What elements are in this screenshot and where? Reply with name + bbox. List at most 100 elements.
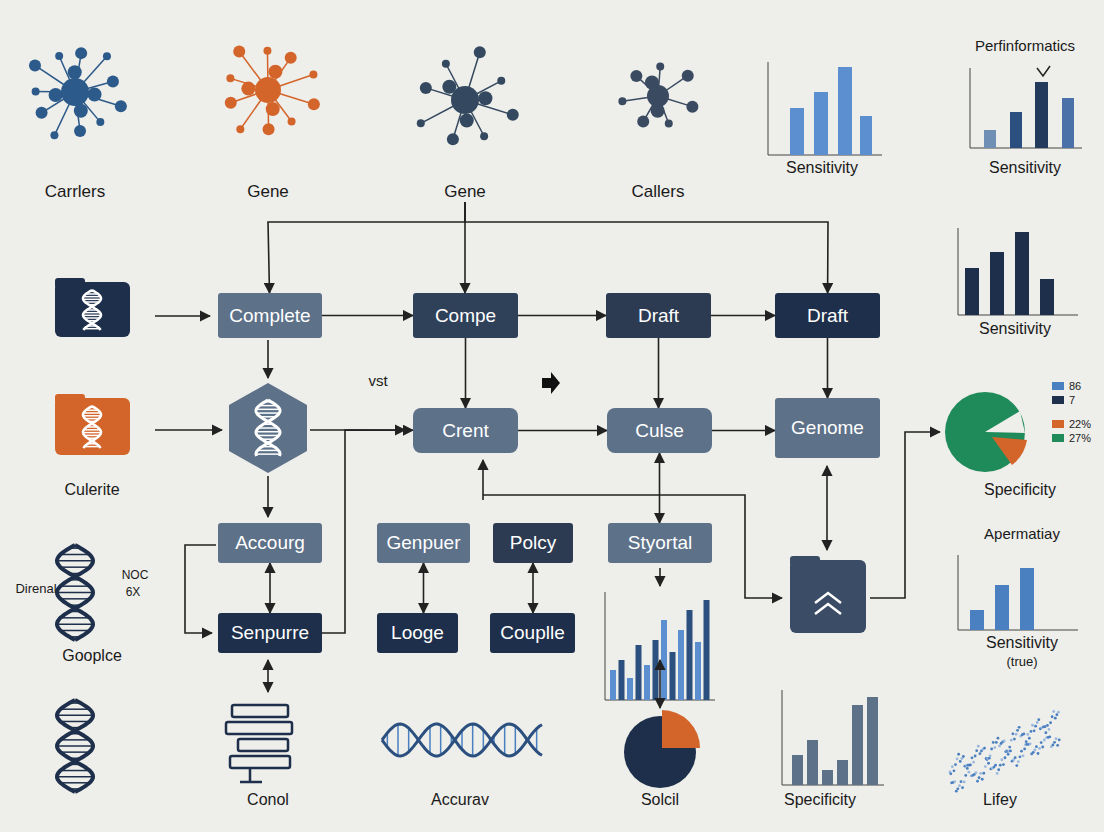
bar <box>695 642 701 700</box>
bar-chart <box>984 130 996 148</box>
network-hub <box>647 85 669 107</box>
stroke <box>57 623 93 625</box>
network-dot <box>497 77 505 85</box>
network-dot <box>630 70 642 82</box>
stroke <box>429 726 431 753</box>
bar <box>687 610 693 700</box>
bar-chart <box>838 67 852 155</box>
layout-arrows <box>659 568 661 586</box>
chart-label: Gooplce <box>62 647 122 665</box>
bar-chart <box>970 66 1082 148</box>
bar-chart <box>1037 66 1050 76</box>
dot <box>1044 731 1047 734</box>
stroke <box>504 725 506 754</box>
connector-arrow <box>518 315 606 317</box>
network-node: Callers <box>593 26 723 202</box>
dot <box>997 737 1000 740</box>
dot <box>955 790 958 793</box>
bar-chart <box>1062 98 1074 148</box>
document-icon <box>790 556 866 633</box>
chart-label: (true) <box>1006 654 1037 669</box>
stroke <box>84 429 100 431</box>
bar-chart <box>965 268 979 315</box>
node-text: Looge <box>391 622 444 644</box>
layout-arrows <box>267 476 269 517</box>
bar <box>661 620 667 700</box>
dot <box>1015 764 1018 767</box>
bar-chart <box>1020 568 1034 630</box>
node-text: Gene <box>444 182 486 202</box>
chart-label: NOC <box>122 568 149 582</box>
dot <box>1051 715 1054 718</box>
dot <box>997 768 1000 771</box>
network-dot <box>682 70 694 82</box>
network-dot <box>478 91 492 105</box>
bar <box>636 645 642 700</box>
legend-text: 27% <box>1069 432 1091 444</box>
pie-chart <box>624 710 700 788</box>
stack-icon <box>230 756 290 768</box>
dot <box>953 769 956 772</box>
bar-chart <box>782 690 884 785</box>
chart-label: Apermatiay <box>984 525 1060 542</box>
dot <box>1040 741 1043 744</box>
node-text: Carrlers <box>45 182 105 202</box>
stroke <box>257 450 278 452</box>
dot <box>956 758 959 761</box>
stroke <box>60 598 89 600</box>
arrow-symbol <box>542 372 560 394</box>
dot <box>1003 740 1006 743</box>
network-dot <box>288 118 296 126</box>
layout-arrows <box>870 432 940 598</box>
chart-label: vst <box>368 372 387 389</box>
dot <box>1038 747 1041 750</box>
document-icon <box>790 556 820 566</box>
layout-arrows <box>482 460 484 500</box>
layout-arrows <box>659 660 661 708</box>
process-box: Culse <box>607 408 712 453</box>
network-dot <box>507 109 519 121</box>
dot <box>1046 724 1049 727</box>
network-dot <box>233 46 245 58</box>
dot <box>1017 760 1020 763</box>
dot <box>989 755 992 758</box>
network-dot <box>50 131 58 139</box>
node-text: Draft <box>638 305 679 327</box>
stroke <box>382 724 542 756</box>
node-text: Accourg <box>235 532 305 554</box>
pie-chart <box>985 411 1025 433</box>
dot <box>992 741 995 744</box>
dot <box>1058 739 1061 742</box>
dot <box>954 763 957 766</box>
dot <box>1013 738 1016 741</box>
legend-swatch <box>1052 434 1064 442</box>
connector-arrow <box>712 430 775 432</box>
dot <box>981 778 984 781</box>
dot <box>978 752 981 755</box>
document-icon <box>815 593 841 614</box>
dot <box>1054 717 1057 720</box>
network-icon <box>29 47 127 139</box>
connector-arrow <box>465 338 467 408</box>
connector-arrow <box>322 315 413 317</box>
dot <box>1008 746 1011 749</box>
connector-arrow <box>827 338 829 398</box>
dot <box>1015 733 1018 736</box>
dot <box>995 741 998 744</box>
bar <box>670 652 676 700</box>
chart-label: Sensitivity <box>986 634 1058 652</box>
stroke <box>483 730 485 750</box>
stroke <box>83 290 101 330</box>
network-icons <box>29 46 698 146</box>
process-box: Genpuer <box>377 523 470 563</box>
bar <box>653 640 659 700</box>
bar-chart <box>990 252 1004 315</box>
chart-label: Solcil <box>641 791 679 809</box>
node-text: Polcy <box>510 532 556 554</box>
connector-arrow <box>423 563 425 613</box>
stroke <box>397 724 399 755</box>
legend-text: 22% <box>1069 418 1091 430</box>
